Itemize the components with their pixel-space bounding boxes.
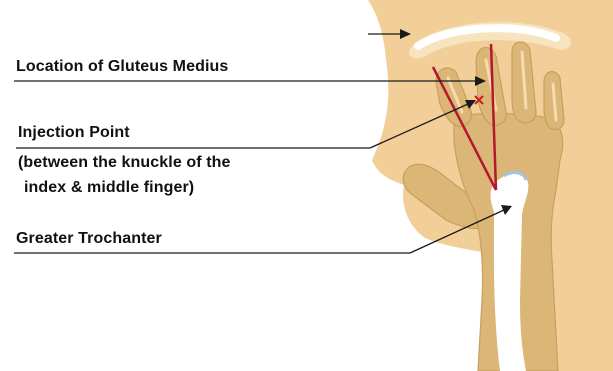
injection-point-detail-line2: index & middle finger) bbox=[24, 178, 194, 198]
gluteus-medius-label: Location of Gluteus Medius bbox=[16, 57, 228, 77]
injection-point-label: Injection Point bbox=[18, 123, 130, 143]
injection-point-detail-line1: (between the knuckle of the bbox=[18, 153, 231, 173]
greater-trochanter-label: Greater Trochanter bbox=[16, 229, 162, 249]
